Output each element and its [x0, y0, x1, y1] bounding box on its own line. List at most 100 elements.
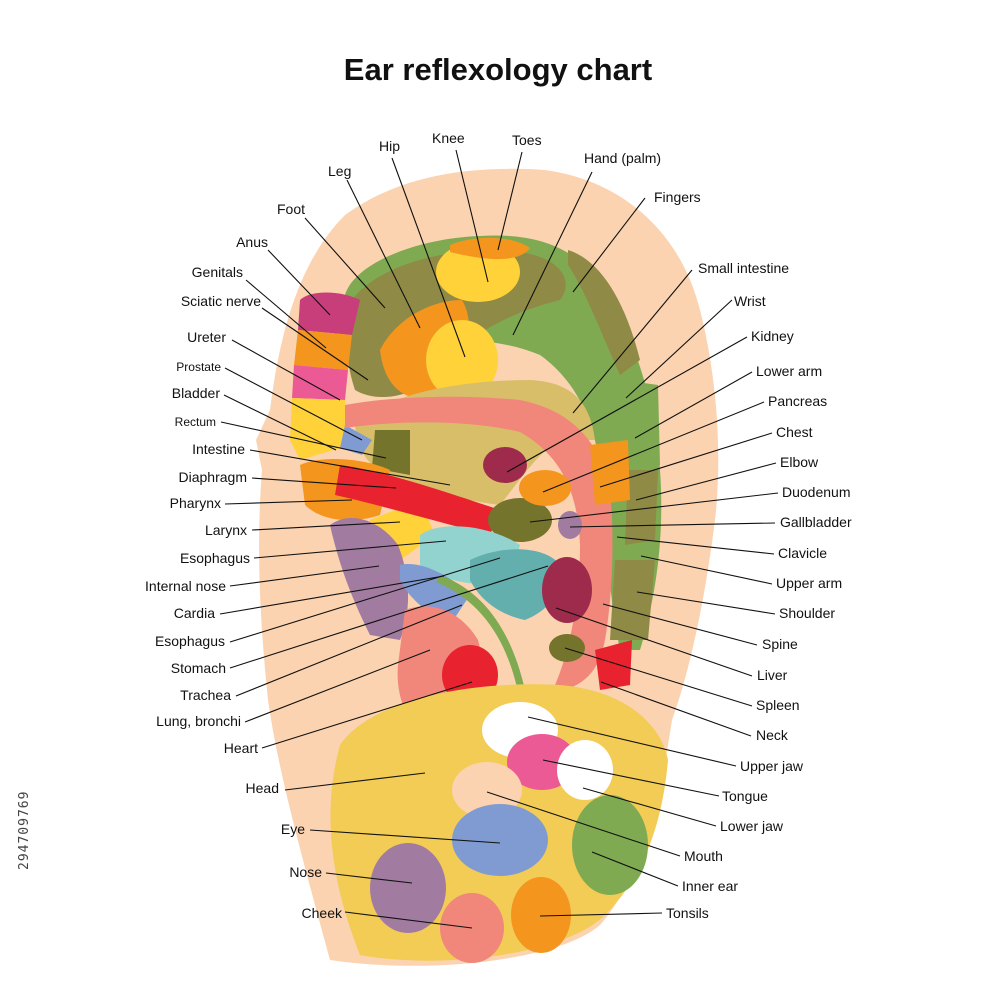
label-elbow: Elbow	[780, 454, 819, 470]
leader-intestine	[249, 449, 451, 486]
label-duodenum: Duodenum	[782, 484, 851, 500]
leader-shoulder	[636, 591, 776, 615]
green-esophagus	[436, 575, 525, 692]
label-cheek: Cheek	[302, 905, 343, 921]
label-chest: Chest	[776, 424, 813, 440]
label-shoulder: Shoulder	[779, 605, 835, 621]
label-knee: Knee	[432, 130, 465, 146]
orange-pancreas	[519, 470, 571, 506]
leader-tonsils	[539, 912, 663, 917]
label-head: Head	[246, 780, 279, 796]
leader-wrist	[625, 299, 733, 399]
leader-cardia	[219, 575, 445, 615]
leader-gallbladder	[569, 522, 776, 528]
leader-tongue	[542, 759, 720, 797]
label-small-intestine: Small intestine	[698, 260, 789, 276]
leader-neck	[600, 681, 752, 737]
leader-anus	[267, 249, 331, 316]
leader-esophagus-1	[253, 540, 447, 559]
label-foot: Foot	[277, 201, 305, 217]
label-lower-jaw: Lower jaw	[720, 818, 784, 834]
label-pancreas: Pancreas	[768, 393, 827, 409]
label-larynx: Larynx	[205, 522, 247, 538]
leader-lines	[219, 149, 779, 929]
leader-esophagus-2	[229, 557, 501, 643]
leader-pharynx	[224, 499, 353, 505]
leader-upper-jaw	[527, 716, 737, 767]
label-spleen: Spleen	[756, 697, 800, 713]
leader-lung	[244, 649, 431, 723]
stock-id: 294709769	[17, 791, 32, 870]
leader-small-intestine	[572, 269, 693, 414]
leader-eye	[309, 829, 501, 844]
page-title: Ear reflexology chart	[344, 52, 652, 87]
label-anus: Anus	[236, 234, 268, 250]
leader-knee	[455, 149, 489, 283]
label-fingers: Fingers	[654, 189, 701, 205]
leader-lower-jaw	[582, 787, 717, 827]
blue-cardia	[400, 564, 470, 625]
white-lower-jaw	[557, 740, 613, 800]
label-inner-ear: Inner ear	[682, 878, 738, 894]
label-rectum: Rectum	[175, 415, 216, 429]
darkred-liver	[542, 557, 592, 623]
olive-duodenum	[488, 498, 552, 542]
leader-lower-arm	[634, 371, 753, 439]
label-toes: Toes	[512, 132, 542, 148]
purple-gallbladder	[558, 511, 582, 539]
leader-mouth	[486, 791, 681, 857]
label-leg: Leg	[328, 163, 351, 179]
label-stomach: Stomach	[171, 660, 226, 676]
leader-genitals	[245, 279, 327, 349]
label-trachea: Trachea	[180, 687, 231, 703]
leader-stomach	[229, 565, 549, 669]
leader-sciatic	[261, 307, 369, 381]
darkred-kidney	[483, 447, 527, 483]
salmon-diaphragm-band	[345, 396, 613, 688]
label-liver: Liver	[757, 667, 788, 683]
label-upper-arm: Upper arm	[776, 575, 842, 591]
leader-heart	[261, 681, 473, 749]
leader-hip	[391, 157, 466, 358]
purple-nose	[370, 843, 446, 933]
darkolive-rectum	[372, 430, 410, 475]
label-kidney: Kidney	[751, 328, 794, 344]
pink-ureter	[292, 365, 348, 400]
leader-spine	[602, 603, 758, 646]
label-clavicle: Clavicle	[778, 545, 827, 561]
label-diaphragm: Diaphragm	[179, 469, 247, 485]
label-intestine: Intestine	[192, 441, 245, 457]
leader-rectum	[220, 421, 387, 459]
olive-right-column	[568, 250, 640, 375]
label-hand-palm: Hand (palm)	[584, 150, 661, 166]
label-internal-nose: Internal nose	[145, 578, 226, 594]
leader-diaphragm	[251, 477, 397, 489]
leader-trachea	[235, 604, 463, 697]
label-hip: Hip	[379, 138, 400, 154]
labels: Toes Knee Hip Leg Foot Anus Genitals Sci…	[145, 130, 852, 921]
label-spine: Spine	[762, 636, 798, 652]
leader-bladder	[223, 394, 337, 451]
label-ureter: Ureter	[187, 329, 226, 345]
yellow-hip	[426, 320, 498, 400]
leader-clavicle	[616, 536, 775, 555]
leader-chest	[599, 432, 773, 488]
label-lung-bronchi: Lung, bronchi	[156, 713, 241, 729]
purple-internal-nose	[330, 517, 409, 640]
leader-larynx	[251, 521, 401, 531]
label-nose: Nose	[289, 864, 322, 880]
label-neck: Neck	[756, 727, 789, 743]
label-pharynx: Pharynx	[170, 495, 221, 511]
olive-shoulder	[610, 560, 655, 640]
red-diaphragm	[335, 465, 500, 535]
leader-nose	[325, 872, 413, 884]
leader-foot	[304, 217, 386, 309]
leader-fingers	[572, 197, 646, 293]
orange-toes	[450, 237, 530, 260]
leader-hand-palm	[512, 171, 593, 336]
leader-duodenum	[529, 492, 779, 523]
leader-liver	[555, 607, 753, 677]
label-eye: Eye	[281, 821, 305, 837]
label-lower-arm: Lower arm	[756, 363, 822, 379]
